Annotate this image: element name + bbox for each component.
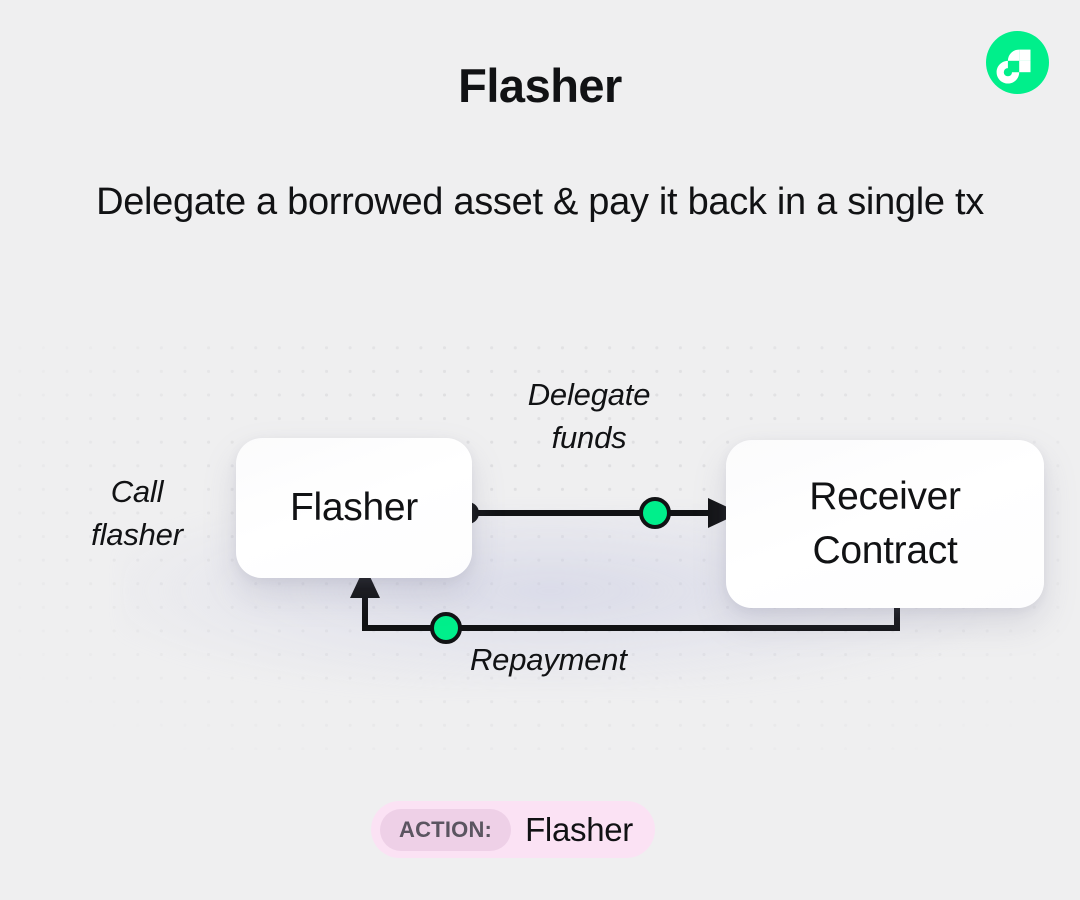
action-badge-value: Flasher (525, 810, 634, 848)
node-flasher-label: Flasher (290, 486, 418, 529)
dot-green-delegate (639, 497, 671, 529)
action-badge-label: ACTION: (380, 808, 512, 851)
flow-diagram: Call flasher Delegate funds Repayment Fl… (0, 330, 1080, 750)
flow-logo-icon (986, 31, 1049, 94)
arrow-right-icon (708, 498, 740, 528)
node-receiver-contract[interactable]: Receiver Contract (726, 440, 1044, 608)
edge-label-repayment: Repayment (470, 642, 627, 677)
edge-label-call-flasher: Call flasher (91, 474, 183, 552)
edge-connectors (350, 497, 908, 644)
dot-green-repayment (430, 612, 462, 644)
page-title: Flasher (458, 59, 622, 112)
arrow-up-icon (350, 566, 380, 598)
action-badge: ACTION: Flasher (371, 801, 656, 858)
repayment-edge-line (362, 592, 900, 631)
edge-label-delegate-funds: Delegate funds (527, 377, 651, 455)
page-subtitle: Delegate a borrowed asset & pay it back … (96, 181, 984, 223)
node-flasher[interactable]: Flasher (236, 438, 472, 578)
node-receiver-contract-label: Receiver Contract (809, 475, 961, 572)
